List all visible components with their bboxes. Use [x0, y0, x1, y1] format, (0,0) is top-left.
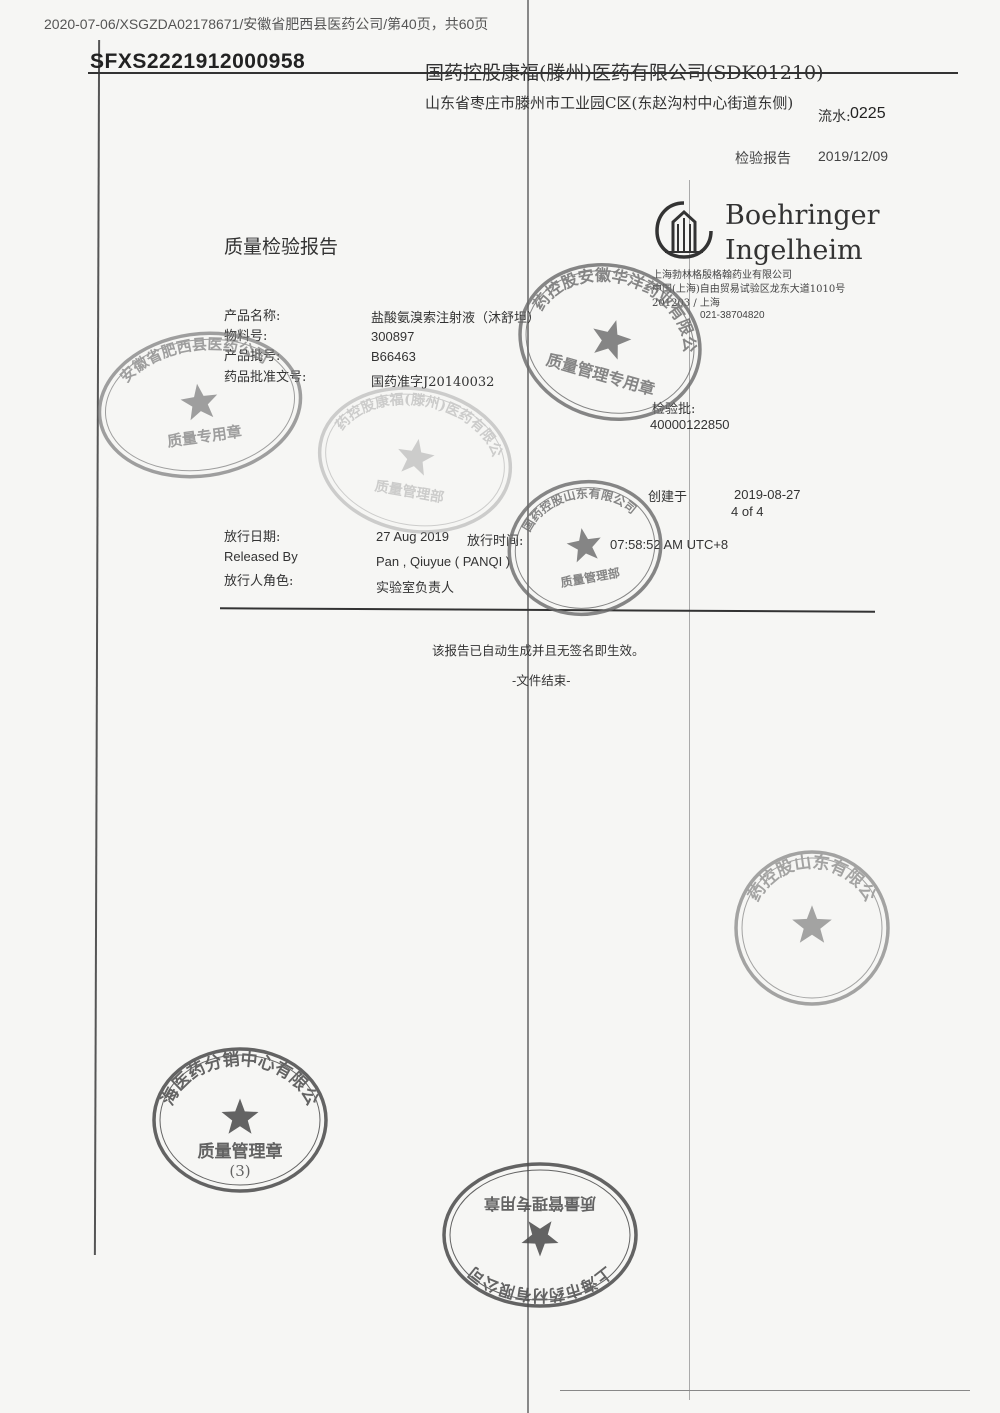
stamp-seal-right-mid: 国药控股山东有限公司 [724, 833, 892, 1012]
inspection-lot-label: 检验批: [652, 402, 696, 417]
stamp-inner-text: 质量管理专用章 [544, 350, 657, 399]
stamp-ring [507, 479, 663, 617]
serial-label: 流水: [818, 109, 851, 125]
created-date: 2019-08-27 [734, 487, 801, 502]
stamp-inner-ring [325, 393, 505, 527]
released-by-value: Pan , Qiuyue ( PANQI ) [376, 554, 511, 569]
stamp-inner-ring [449, 1169, 631, 1301]
scan-fold-line [527, 0, 529, 1413]
boehringer-phone: 021-38704820 [700, 310, 765, 321]
stamp-svg: 国药控股山东有限公司 [724, 833, 890, 1006]
boehringer-name-line1: Boehringer [725, 200, 880, 231]
boehringer-company-cn: 上海勃林格殷格翰药业有限公司 [652, 270, 792, 281]
report-title: 质量检验报告 [224, 236, 339, 258]
stamp-seal-bottom-left: 上海医药分销中心有限公司质量管理章(3) [142, 1030, 330, 1199]
field-value-product: 盐酸氨溴索注射液（沐舒坦） [371, 311, 541, 326]
boehringer-postcode: 201203 / 上海 [652, 298, 720, 309]
stamp-ring [442, 1162, 638, 1308]
stamp-star-icon [792, 905, 832, 943]
boehringer-address: 中国(上海)自由贸易试验区龙东大道1010号 [652, 284, 846, 295]
stamp-svg: 上海市药材有限公司 质量管理专用章 [442, 1162, 638, 1308]
stamp-outer-text: 国药控股山东有限公司 [514, 476, 640, 536]
boehringer-name-line2: Ingelheim [725, 235, 863, 266]
stamp-inner-ring [741, 857, 883, 999]
stamp-ring [518, 263, 702, 421]
stamp-seal-bottom-center: 上海市药材有限公司 质量管理专用章 [440, 1160, 640, 1314]
created-label: 创建于 [648, 490, 688, 505]
stamp-star-icon [221, 1098, 259, 1134]
stamp-seal-center: 国药控股山东有限公司质量管理部 [505, 476, 665, 622]
stamp-star-icon [180, 383, 218, 421]
stamp-star-icon [398, 438, 435, 476]
scan-margin-line [93, 40, 100, 1255]
stamp-ring [734, 850, 890, 1006]
stamp-seal-center-left: 国药控股康福(滕州)医药有限公司质量管理部 [312, 356, 516, 539]
field-value-material: 300897 [371, 329, 415, 344]
stamp-inner-text: 质量管理专用章 [484, 1194, 596, 1213]
scan-fold-line-2 [689, 180, 690, 1400]
scan-top-line [88, 72, 958, 74]
boehringer-logo-icon [655, 200, 713, 260]
release-date: 27 Aug 2019 [376, 529, 450, 544]
role-value: 实验室负责人 [376, 581, 455, 596]
report-date: 2019/12/09 [818, 148, 889, 164]
stamp-inner-text: 质量管理部 [373, 477, 445, 506]
field-label-product: 产品名称: [224, 309, 281, 324]
released-by-label: Released By [224, 549, 298, 564]
stamp-inner-ring [104, 338, 296, 472]
company-address: 山东省枣庄市滕州市工业园C区(东赵沟村中心街道东侧) [425, 94, 794, 112]
stamp-inner-text: 质量管理章 [198, 1141, 283, 1162]
release-date-label: 放行日期: [224, 530, 281, 545]
stamp-outer-text: 国药控股山东有限公司 [724, 833, 880, 905]
stamp-inner-ring [159, 1054, 321, 1186]
auto-generated-notice: 该报告已自动生成并且无签名即生效。 [432, 643, 645, 658]
stamp-sub-text: (3) [229, 1162, 250, 1180]
stamp-ring [152, 1047, 328, 1193]
stamp-seal-left: 安徽省肥西县医药公司质量专用章 [95, 326, 305, 484]
field-label-approval: 药品批准文号: [224, 370, 307, 385]
stamp-seal-right-top: 国药控股安徽华洋药业有限公司质量管理专用章 [513, 222, 721, 426]
stamp-inner-ring [525, 270, 695, 414]
field-value-batch: B66463 [371, 349, 416, 364]
stamp-star-icon [566, 528, 601, 563]
header-top-line: 2020-07-06/XSGZDA02178671/安徽省肥西县医药公司/第40… [44, 16, 489, 32]
report-date-label: 检验报告 [735, 151, 791, 167]
stamp-star-icon [593, 320, 632, 360]
stamp-ring [317, 386, 513, 534]
inspection-lot-value: 40000122850 [650, 417, 730, 432]
stamp-star-icon [521, 1221, 559, 1257]
serial-number: SFXS2221912000958 [90, 50, 306, 73]
stamp-inner-ring [514, 487, 656, 609]
scan-bottom-line [560, 1390, 970, 1391]
field-label-batch: 产品批号: [224, 349, 281, 364]
stamp-inner-text: 质量专用章 [166, 422, 243, 450]
serial-value: 0225 [850, 105, 886, 122]
role-label: 放行人角色: [224, 574, 294, 589]
company-name: 国药控股康福(滕州)医药有限公司(SDK01210) [425, 62, 824, 84]
page-of: 4 of 4 [731, 504, 764, 519]
release-time: 07:58:52 AM UTC+8 [610, 537, 729, 552]
stamp-outer-text: 上海市药材有限公司 [464, 1263, 616, 1305]
end-of-document: -文件结束- [512, 673, 571, 688]
field-value-approval: 国药准字J20140032 [371, 375, 495, 390]
stamp-outer-text: 上海医药分销中心有限公司 [142, 1030, 322, 1109]
stamp-ring [97, 331, 303, 479]
stamp-inner-text: 质量管理部 [559, 565, 621, 590]
